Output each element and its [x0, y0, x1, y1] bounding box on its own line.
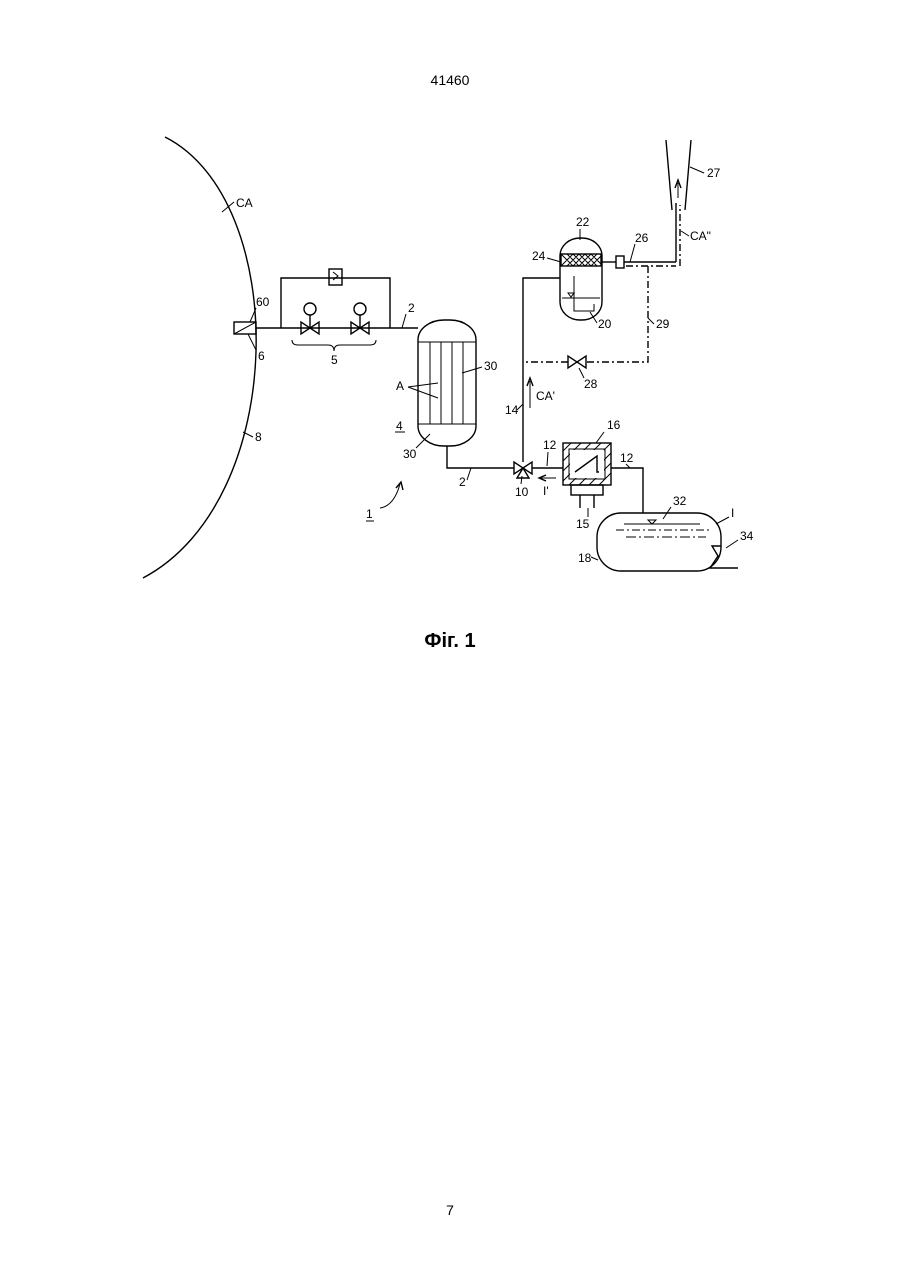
label-ca: CA	[236, 196, 253, 210]
storage-tank	[597, 513, 721, 571]
label-12-left: 12	[543, 438, 557, 452]
bypass-orifice	[329, 269, 342, 285]
isolation-valve-2	[351, 303, 369, 334]
label-22: 22	[576, 215, 590, 229]
label-10: 10	[515, 485, 529, 499]
process-diagram: 60 6 CA 8 5 2 A 30 4 30 2 1	[0, 0, 900, 620]
label-2-bottom: 2	[459, 475, 466, 489]
label-2-top: 2	[408, 301, 415, 315]
label-1: 1	[366, 507, 373, 521]
label-6: 6	[258, 349, 265, 363]
label-16-visible: 16	[607, 418, 621, 432]
figure-caption: Фіг. 1	[0, 630, 900, 653]
label-34: 34	[740, 529, 754, 543]
outlet-orifice	[616, 256, 624, 268]
label-26: 26	[635, 231, 649, 245]
label-28: 28	[584, 377, 598, 391]
label-i: I	[731, 506, 734, 520]
label-14: 14	[505, 403, 519, 417]
isolation-valve-1	[301, 303, 319, 334]
label-24: 24	[532, 249, 546, 263]
label-27: 27	[707, 166, 721, 180]
label-12-right: 12	[620, 451, 634, 465]
label-5: 5	[331, 353, 338, 367]
filter-vessel	[418, 320, 476, 446]
label-18: 18	[578, 551, 592, 565]
label-4: 4	[396, 419, 403, 433]
recirculation-valve	[568, 356, 586, 368]
page-number: 7	[0, 1202, 900, 1218]
label-15: 15	[576, 517, 590, 531]
label-ca-prime: CA'	[536, 389, 555, 403]
label-60: 60	[256, 295, 270, 309]
label-i-prime: I'	[543, 484, 549, 498]
heat-exchanger	[563, 443, 611, 508]
stack-left	[666, 140, 672, 210]
stack-right	[685, 140, 691, 210]
three-way-valve	[514, 462, 532, 478]
label-8: 8	[255, 430, 262, 444]
scrubber-vessel	[560, 238, 602, 320]
label-30-top: 30	[484, 359, 498, 373]
label-29: 29	[656, 317, 670, 331]
label-32: 32	[673, 494, 687, 508]
label-a: A	[396, 379, 404, 393]
label-20: 20	[598, 317, 612, 331]
label-ca-dprime: CA"	[690, 229, 711, 243]
label-30-bottom: 30	[403, 447, 417, 461]
